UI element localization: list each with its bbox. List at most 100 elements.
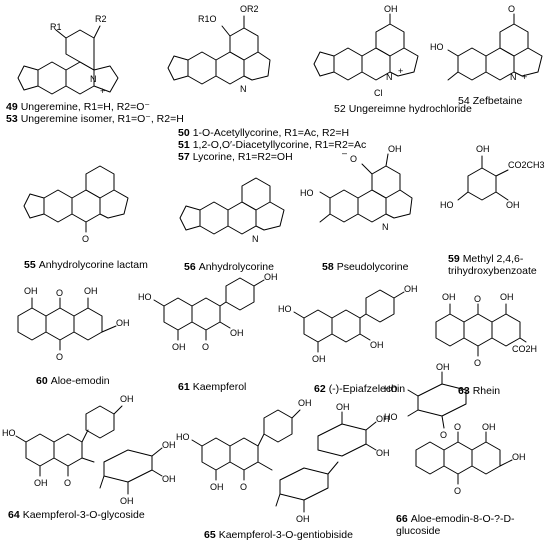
- atom-OH-65d: OH: [376, 448, 390, 458]
- atom-OH-65e: OH: [376, 414, 390, 424]
- atom-OH-65f: OH: [336, 402, 350, 412]
- atom-OH-64e: OH: [162, 440, 176, 450]
- atom-O-64: O: [64, 478, 71, 488]
- compound-id-63: 63: [458, 385, 470, 397]
- compound-name-50: 1-O-Acetyllycorine, R1=Ac, R2=H: [193, 127, 349, 139]
- atom-OH-65c: OH: [296, 514, 310, 524]
- compound-id-58: 58: [322, 261, 334, 273]
- compound-id-65: 65: [204, 529, 216, 541]
- svg-text:62(-)-Epiafzelechin: 62(-)-Epiafzelechin: [314, 383, 405, 395]
- atom-HO-58: HO: [300, 188, 314, 198]
- svg-text:511,2-O,O′-Diacetyllycorine, R: 511,2-O,O′-Diacetyllycorine, R1=R2=Ac: [178, 139, 366, 151]
- atom-HO-64: HO: [2, 428, 16, 438]
- structure-56: [179, 177, 285, 235]
- structure-64: [15, 405, 163, 495]
- compound-id-50: 50: [178, 127, 190, 139]
- atom-O-65: O: [240, 482, 247, 492]
- atom-CO2CH3-59: CO2CH3: [508, 160, 545, 170]
- compound-id-49: 49: [6, 101, 18, 113]
- compound-name-57: Lycorine, R1=R2=OH: [193, 151, 293, 163]
- atom-HO-62: HO: [278, 304, 292, 314]
- compound-id-53: 53: [6, 113, 18, 125]
- atom-OH-63b: OH: [500, 292, 514, 302]
- atom-O-66a: O: [440, 430, 447, 440]
- atom-R1-O: R1O: [198, 14, 217, 24]
- atom-OH-62b: OH: [312, 354, 326, 364]
- compound-id-64: 64: [8, 509, 20, 521]
- atom-OH-64b: OH: [34, 478, 48, 488]
- structure-58: [319, 153, 413, 223]
- atom-OH-62a: OH: [404, 284, 418, 294]
- atom-OH-52: OH: [384, 4, 398, 14]
- structure-49-53: [17, 25, 119, 95]
- atom-O-66b: O: [454, 422, 461, 432]
- atom-N-52: N: [386, 72, 393, 82]
- compound-name-59-line1: Methyl 2,4,6-: [463, 253, 524, 265]
- atom-Cl-52: Cl: [374, 88, 383, 98]
- atom-OH-64c: OH: [120, 496, 134, 506]
- atom-HO-65: HO: [176, 432, 190, 442]
- compound-name-58: Pseudolycorine: [337, 261, 409, 273]
- atom-OH-65b: OH: [210, 482, 224, 492]
- atom-OH-61c: OH: [230, 328, 244, 338]
- compound-name-64: Kaempferol-3-O-glycoside: [23, 509, 145, 521]
- atom-N-50: N: [240, 84, 247, 94]
- compound-name-62: (-)-Epiafzelechin: [329, 383, 406, 395]
- structure-65: [191, 409, 377, 513]
- atom-O-60b: O: [56, 352, 63, 362]
- structure-60: [17, 297, 117, 351]
- compound-name-53: Ungeremine isomer, R1=O⁻, R2=H: [21, 113, 184, 125]
- atom-OH-64a: OH: [120, 394, 134, 404]
- atom-N: N: [90, 74, 97, 84]
- atom-O-63b: O: [474, 358, 481, 368]
- structure-54: [447, 13, 543, 81]
- atom-O-63a: O: [474, 294, 481, 304]
- atom-O-55: O: [82, 234, 89, 244]
- atom-O-R2: OR2: [240, 4, 259, 14]
- compound-name-65: Kaempferol-3-O-gentiobiside: [219, 529, 353, 541]
- atom-O-60a: O: [56, 288, 63, 298]
- compound-name-60: Aloe-emodin: [51, 375, 110, 387]
- atom-OH-65a: OH: [298, 398, 312, 408]
- svg-text:501-O-Acetyllycorine, R1=Ac, R: 501-O-Acetyllycorine, R1=Ac, R2=H: [178, 127, 349, 139]
- compound-id-60: 60: [36, 375, 48, 387]
- compound-id-66: 66: [396, 513, 408, 525]
- atom-O-minus-54: O: [508, 4, 515, 14]
- structure-50-51-57: [167, 15, 271, 85]
- atom-OH-66a: OH: [436, 362, 450, 372]
- atom-HO-54: HO: [430, 42, 444, 52]
- compound-id-59: 59: [448, 253, 460, 265]
- compound-name-66-line2: glucoside: [396, 525, 441, 537]
- atom-R2: R2: [95, 14, 107, 24]
- structure-62: [293, 289, 405, 353]
- structure-59: [457, 155, 509, 201]
- compound-name-51: 1,2-O,O′-Diacetyllycorine, R1=R2=Ac: [193, 139, 367, 151]
- compound-id-61: 61: [178, 381, 190, 393]
- structure-52: [313, 13, 419, 81]
- compound-name-56: Anhydrolycorine: [199, 261, 274, 273]
- atom-OH-59a: OH: [476, 144, 490, 154]
- charge-plus-54: +: [522, 72, 527, 82]
- atom-OH-60b: OH: [84, 286, 98, 296]
- atom-N-56: N: [252, 234, 259, 244]
- atom-OH-66b: OH: [482, 422, 496, 432]
- atom-O-58: O: [350, 154, 357, 164]
- compound-name-59-line2: trihydroxybenzoate: [448, 265, 537, 277]
- atom-HO-61: HO: [138, 292, 152, 302]
- structure-66: [407, 371, 513, 485]
- atom-OH-60a: OH: [24, 286, 38, 296]
- atom-CO2H-63: CO2H: [512, 344, 537, 354]
- atom-OH-61b: OH: [172, 342, 186, 352]
- charge-minus-58: –: [342, 148, 347, 158]
